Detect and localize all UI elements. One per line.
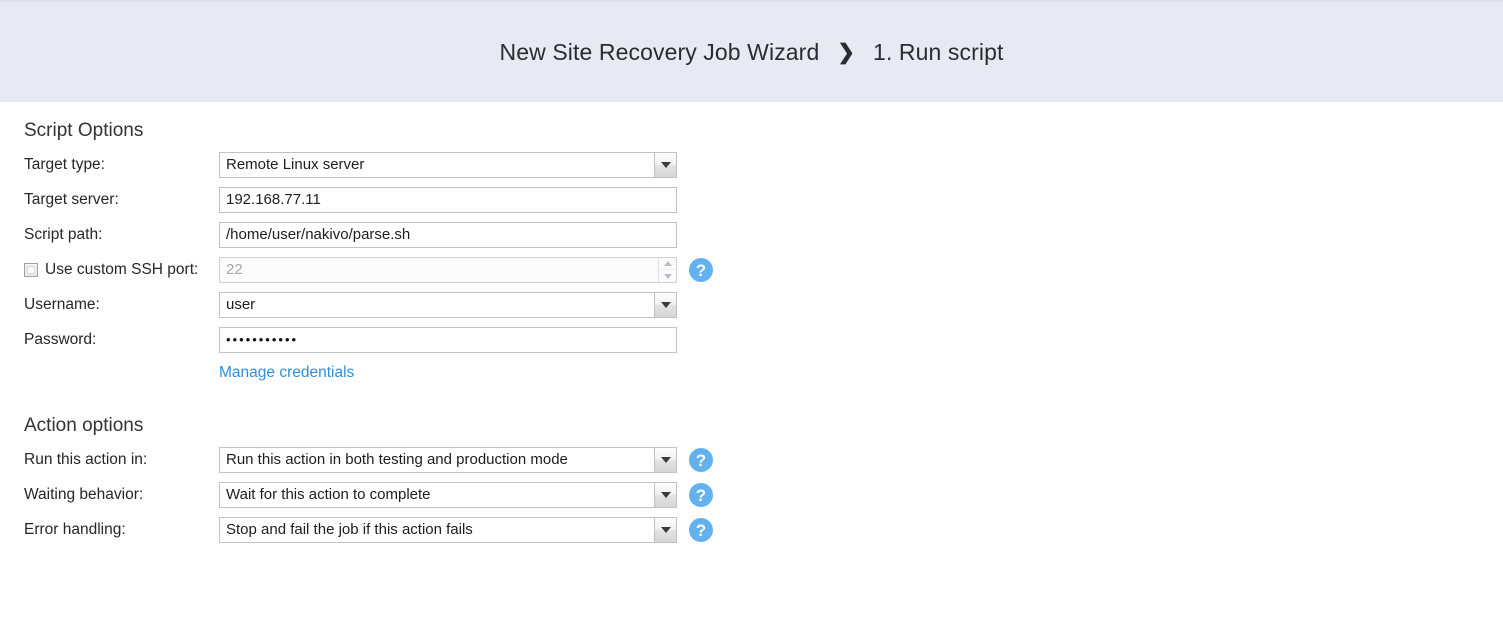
- ssh-port-spinner[interactable]: [658, 258, 676, 282]
- row-username: Username: user: [24, 288, 1503, 322]
- target-server-input[interactable]: 192.168.77.11: [219, 187, 677, 213]
- username-label: Username:: [24, 296, 100, 314]
- wizard-header: New Site Recovery Job Wizard ❯ 1. Run sc…: [0, 0, 1503, 102]
- chevron-down-icon[interactable]: [654, 483, 676, 507]
- target-server-field: 192.168.77.11: [219, 187, 677, 213]
- action-options-heading: Action options: [24, 415, 144, 436]
- help-icon-ssh-port[interactable]: ?: [689, 258, 713, 282]
- use-custom-ssh-port-label: Use custom SSH port:: [45, 261, 199, 279]
- chevron-down-icon[interactable]: [654, 153, 676, 177]
- run-in-field: Run this action in both testing and prod…: [219, 447, 713, 473]
- manage-credentials-link[interactable]: Manage credentials: [219, 364, 355, 381]
- error-handling-label: Error handling:: [24, 521, 126, 539]
- target-server-label: Target server:: [24, 191, 119, 209]
- waiting-behavior-select[interactable]: Wait for this action to complete: [219, 482, 677, 508]
- breadcrumb-current-step: 1. Run script: [873, 38, 1004, 65]
- wizard-body: Script Options Target type: Remote Linux…: [0, 102, 1503, 547]
- row-target-type: Target type: Remote Linux server: [24, 148, 1503, 182]
- use-custom-ssh-port-checkbox[interactable]: [24, 263, 38, 277]
- row-waiting-behavior: Waiting behavior: Wait for this action t…: [24, 478, 1503, 512]
- row-target-server: Target server: 192.168.77.11: [24, 183, 1503, 217]
- target-type-field: Remote Linux server: [219, 152, 677, 178]
- row-password: Password: •••••••••••: [24, 323, 1503, 357]
- chevron-down-icon[interactable]: [654, 448, 676, 472]
- username-select[interactable]: user: [219, 292, 677, 318]
- row-script-path: Script path: /home/user/nakivo/parse.sh: [24, 218, 1503, 252]
- ssh-port-value: 22: [226, 261, 243, 278]
- ssh-port-label-group: Use custom SSH port:: [24, 262, 219, 278]
- chevron-down-icon[interactable]: [654, 293, 676, 317]
- username-value: user: [226, 296, 256, 313]
- breadcrumb: New Site Recovery Job Wizard ❯ 1. Run sc…: [500, 39, 1004, 66]
- ssh-port-stepper[interactable]: 22: [219, 257, 677, 283]
- error-handling-select[interactable]: Stop and fail the job if this action fai…: [219, 517, 677, 543]
- spinner-up-icon[interactable]: [659, 258, 676, 270]
- script-path-input[interactable]: /home/user/nakivo/parse.sh: [219, 222, 677, 248]
- row-error-handling: Error handling: Stop and fail the job if…: [24, 513, 1503, 547]
- password-field: •••••••••••: [219, 327, 677, 353]
- spinner-down-icon[interactable]: [659, 270, 676, 282]
- row-run-this-action-in: Run this action in: Run this action in b…: [24, 443, 1503, 477]
- row-ssh-port: Use custom SSH port: 22 ?: [24, 253, 1503, 287]
- help-icon-waiting-behavior[interactable]: ?: [689, 483, 713, 507]
- run-in-value: Run this action in both testing and prod…: [226, 451, 568, 468]
- run-in-select[interactable]: Run this action in both testing and prod…: [219, 447, 677, 473]
- help-icon-run-in[interactable]: ?: [689, 448, 713, 472]
- password-label: Password:: [24, 331, 97, 349]
- waiting-behavior-value: Wait for this action to complete: [226, 486, 431, 503]
- ssh-port-field: 22 ?: [219, 257, 713, 283]
- script-path-field: /home/user/nakivo/parse.sh: [219, 222, 677, 248]
- error-handling-value: Stop and fail the job if this action fai…: [226, 521, 473, 538]
- script-options-heading: Script Options: [24, 120, 144, 141]
- chevron-right-icon: ❯: [837, 40, 856, 64]
- help-icon-error-handling[interactable]: ?: [689, 518, 713, 542]
- script-path-label: Script path:: [24, 226, 103, 244]
- waiting-behavior-field: Wait for this action to complete ?: [219, 482, 713, 508]
- breadcrumb-wizard-name[interactable]: New Site Recovery Job Wizard: [499, 38, 820, 65]
- target-type-value: Remote Linux server: [226, 156, 365, 173]
- waiting-behavior-label: Waiting behavior:: [24, 486, 144, 504]
- password-input[interactable]: •••••••••••: [219, 327, 677, 353]
- target-type-select[interactable]: Remote Linux server: [219, 152, 677, 178]
- error-handling-field: Stop and fail the job if this action fai…: [219, 517, 713, 543]
- target-type-label: Target type:: [24, 156, 105, 174]
- username-field: user: [219, 292, 677, 318]
- run-in-label: Run this action in:: [24, 451, 148, 469]
- chevron-down-icon[interactable]: [654, 518, 676, 542]
- row-manage-credentials: Manage credentials: [24, 358, 1503, 388]
